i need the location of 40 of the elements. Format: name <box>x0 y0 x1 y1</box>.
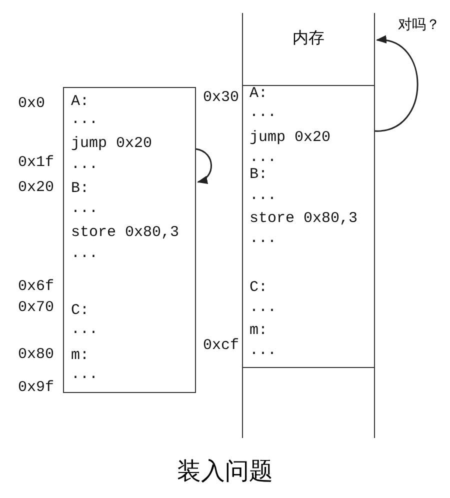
code-line: B: <box>250 167 268 183</box>
code-line: ... <box>250 105 277 121</box>
program-box <box>63 87 196 393</box>
code-line: ... <box>250 300 277 316</box>
code-line: ... <box>250 343 277 359</box>
loaded-program-box <box>242 85 374 368</box>
code-line: A: <box>250 86 268 102</box>
code-line: ... <box>250 231 277 247</box>
code-line: ... <box>71 246 98 262</box>
address-label: 0x80 <box>18 347 54 363</box>
code-line: m: <box>250 323 268 339</box>
curved-arrow <box>196 148 212 183</box>
code-line: ... <box>71 157 98 173</box>
heading: 内存 <box>292 28 326 49</box>
code-line: C: <box>250 280 268 296</box>
address-label: 0x30 <box>203 90 240 106</box>
code-line: m: <box>71 348 90 364</box>
address-label: 0x6f <box>18 279 54 295</box>
code-line: jump 0x20 <box>71 136 152 152</box>
code-line: ... <box>71 322 98 338</box>
code-line: ... <box>250 150 277 166</box>
address-label: 0x1f <box>18 155 54 171</box>
code-line: B: <box>71 181 90 197</box>
code-line: ... <box>71 367 98 383</box>
address-label: 0x0 <box>18 96 46 112</box>
code-line: ... <box>71 201 98 217</box>
address-label: 0x9f <box>18 380 54 396</box>
code-line: C: <box>71 303 90 319</box>
code-line: ... <box>71 112 98 128</box>
caption: 装入问题 <box>176 456 274 487</box>
address-label: 0x20 <box>18 180 54 196</box>
code-line: A: <box>71 94 90 110</box>
address-label: 0x70 <box>18 300 54 316</box>
code-line: ... <box>250 188 277 204</box>
memory-column <box>242 13 375 438</box>
code-line: store 0x80,3 <box>71 225 180 241</box>
code-line: store 0x80,3 <box>250 211 358 227</box>
code-line: jump 0x20 <box>250 130 331 146</box>
address-label: 0xcf <box>203 338 240 354</box>
curved-arrow <box>374 36 418 132</box>
